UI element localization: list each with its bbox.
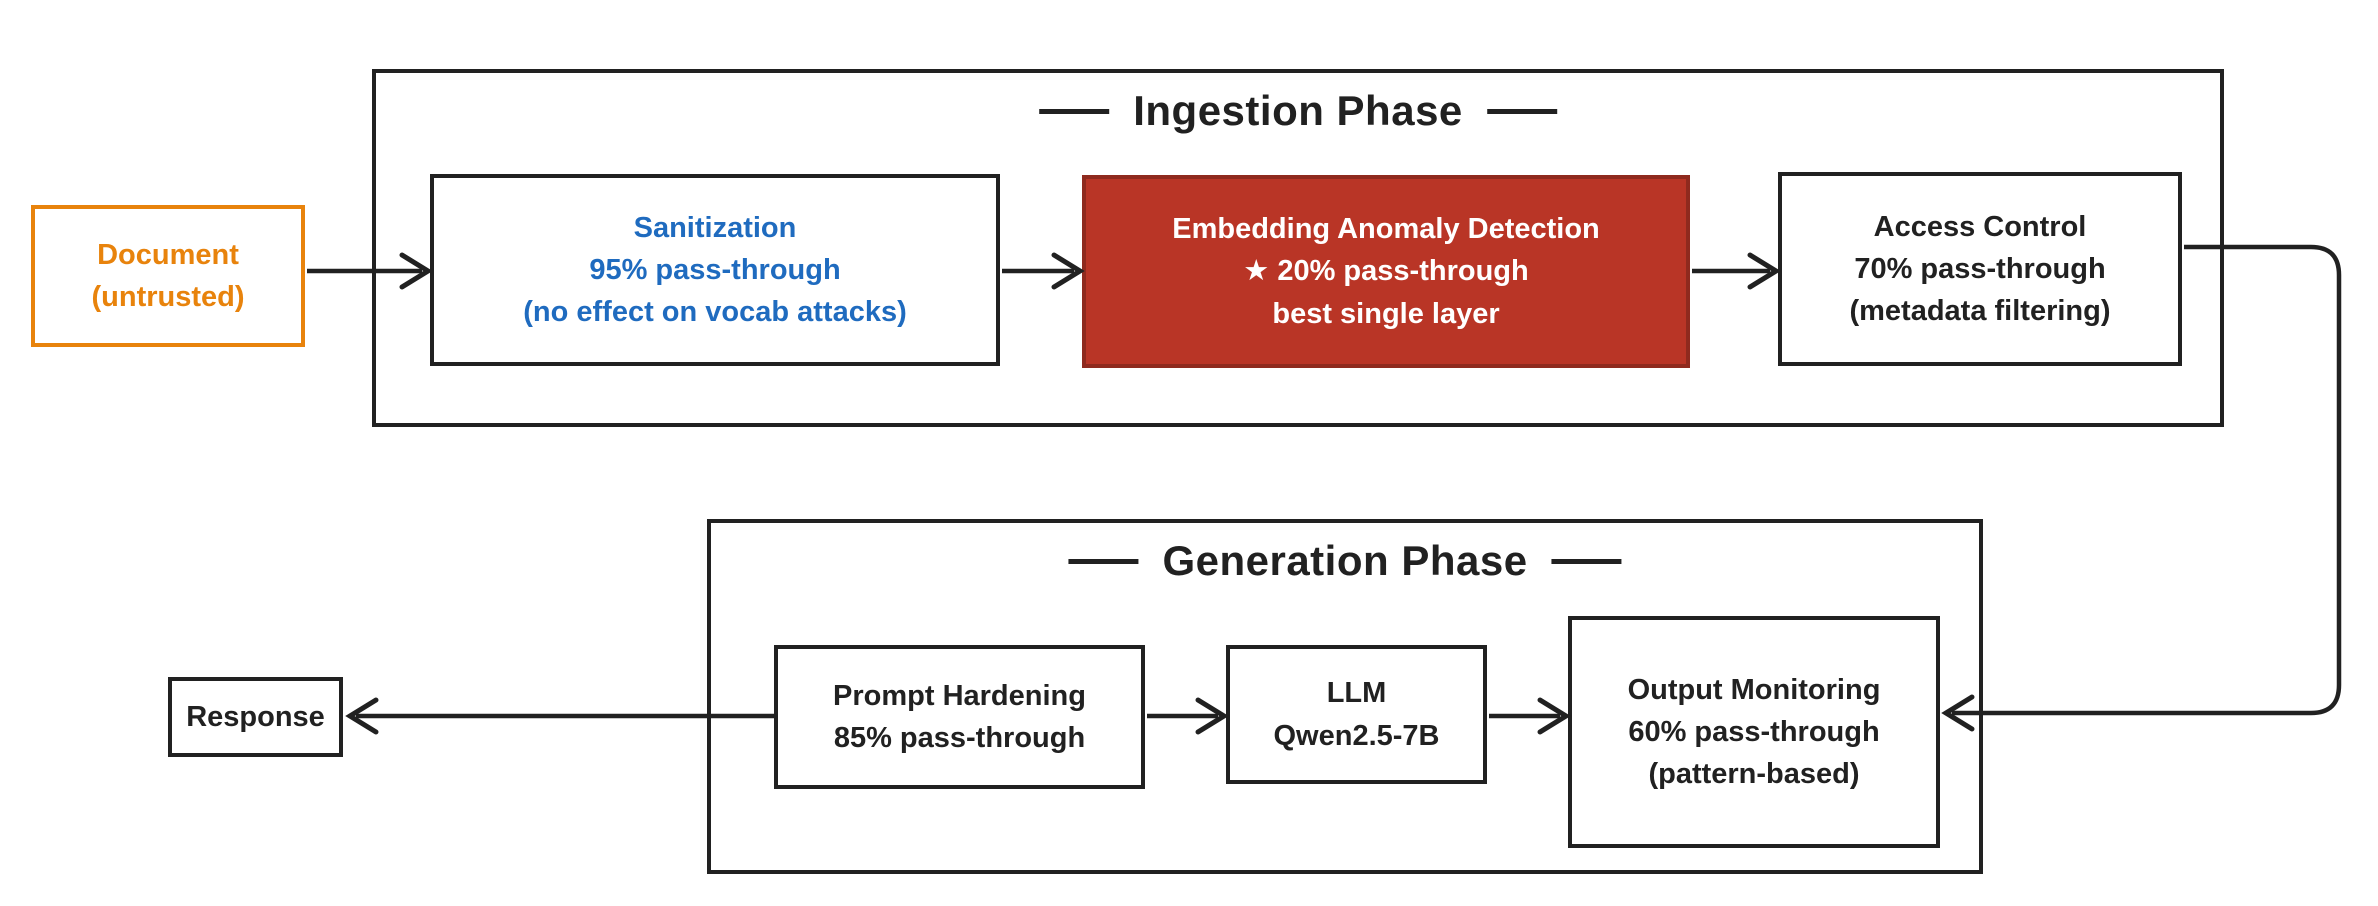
node-text-line: (pattern-based)	[1648, 758, 1860, 791]
node-text-line: 70% pass-through	[1854, 252, 2106, 285]
embedding-anomaly-detection-node: Embedding Anomaly Detection ★ 20% pass-t…	[1082, 175, 1690, 368]
title-dash-right	[1486, 108, 1557, 114]
node-text-line: 60% pass-through	[1628, 715, 1880, 748]
node-text-line: (no effect on vocab attacks)	[523, 296, 907, 329]
node-text-line: Document	[97, 238, 239, 271]
node-text-line: Embedding Anomaly Detection	[1172, 213, 1600, 246]
node-text-line: LLM	[1326, 677, 1387, 710]
node-text-line: 85% pass-through	[833, 722, 1086, 754]
ingestion-phase-label: Ingestion Phase	[1133, 87, 1463, 134]
document-node: Document (untrusted)	[31, 205, 305, 347]
node-text-line: Qwen2.5-7B	[1273, 719, 1440, 752]
output-monitoring-node: Output Monitoring 60% pass-through (patt…	[1568, 616, 1940, 848]
ingestion-phase-title: Ingestion Phase	[1039, 87, 1557, 135]
node-text-line: Sanitization	[633, 211, 797, 244]
access-control-node: Access Control 70% pass-through (metadat…	[1778, 172, 2182, 366]
node-text-line: 95% pass-through	[589, 253, 841, 286]
node-text-line: (untrusted)	[91, 281, 245, 313]
llm-node: LLM Qwen2.5-7B	[1226, 645, 1487, 784]
title-dash-right	[1551, 558, 1622, 564]
sanitization-node: Sanitization 95% pass-through (no effect…	[430, 174, 1000, 366]
node-text-line: Response	[186, 700, 325, 733]
node-text-line: Output Monitoring	[1627, 673, 1881, 706]
prompt-hardening-node: Prompt Hardening 85% pass-through	[774, 645, 1145, 789]
title-dash-left	[1068, 558, 1139, 564]
response-node: Response	[168, 677, 343, 757]
generation-phase-title: Generation Phase	[1068, 537, 1622, 585]
ingestion-phase-container: Ingestion Phase	[372, 69, 2224, 427]
node-text-line: best single layer	[1272, 297, 1500, 330]
title-dash-left	[1039, 108, 1110, 114]
generation-phase-label: Generation Phase	[1162, 537, 1528, 584]
node-text-line-with-star-icon: ★ 20% pass-through	[1243, 255, 1529, 288]
node-text-line: Access Control	[1873, 210, 2087, 243]
node-text-line: Prompt Hardening	[833, 679, 1086, 712]
node-text-line: (metadata filtering)	[1849, 295, 2111, 328]
